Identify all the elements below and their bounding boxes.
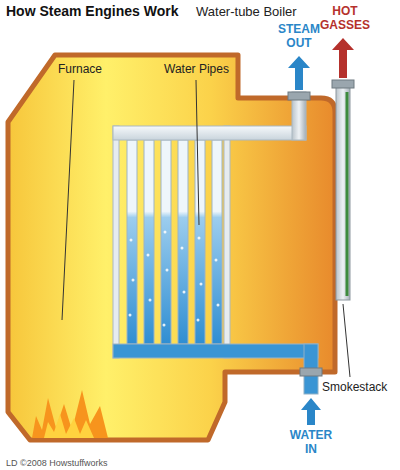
credit-note: LD ©2008 Howstuffworks	[6, 456, 108, 470]
flow-label: WATER IN	[286, 428, 336, 456]
page-title: How Steam Engines Work	[6, 4, 178, 18]
subtitle: Water-tube Boiler	[196, 5, 297, 19]
part-label: Water Pipes	[164, 62, 229, 76]
flow-label: STEAM OUT	[273, 22, 325, 50]
part-label: Smokestack	[322, 380, 387, 394]
flow-label: HOT GASSES	[315, 4, 375, 32]
part-label: Furnace	[58, 62, 102, 76]
